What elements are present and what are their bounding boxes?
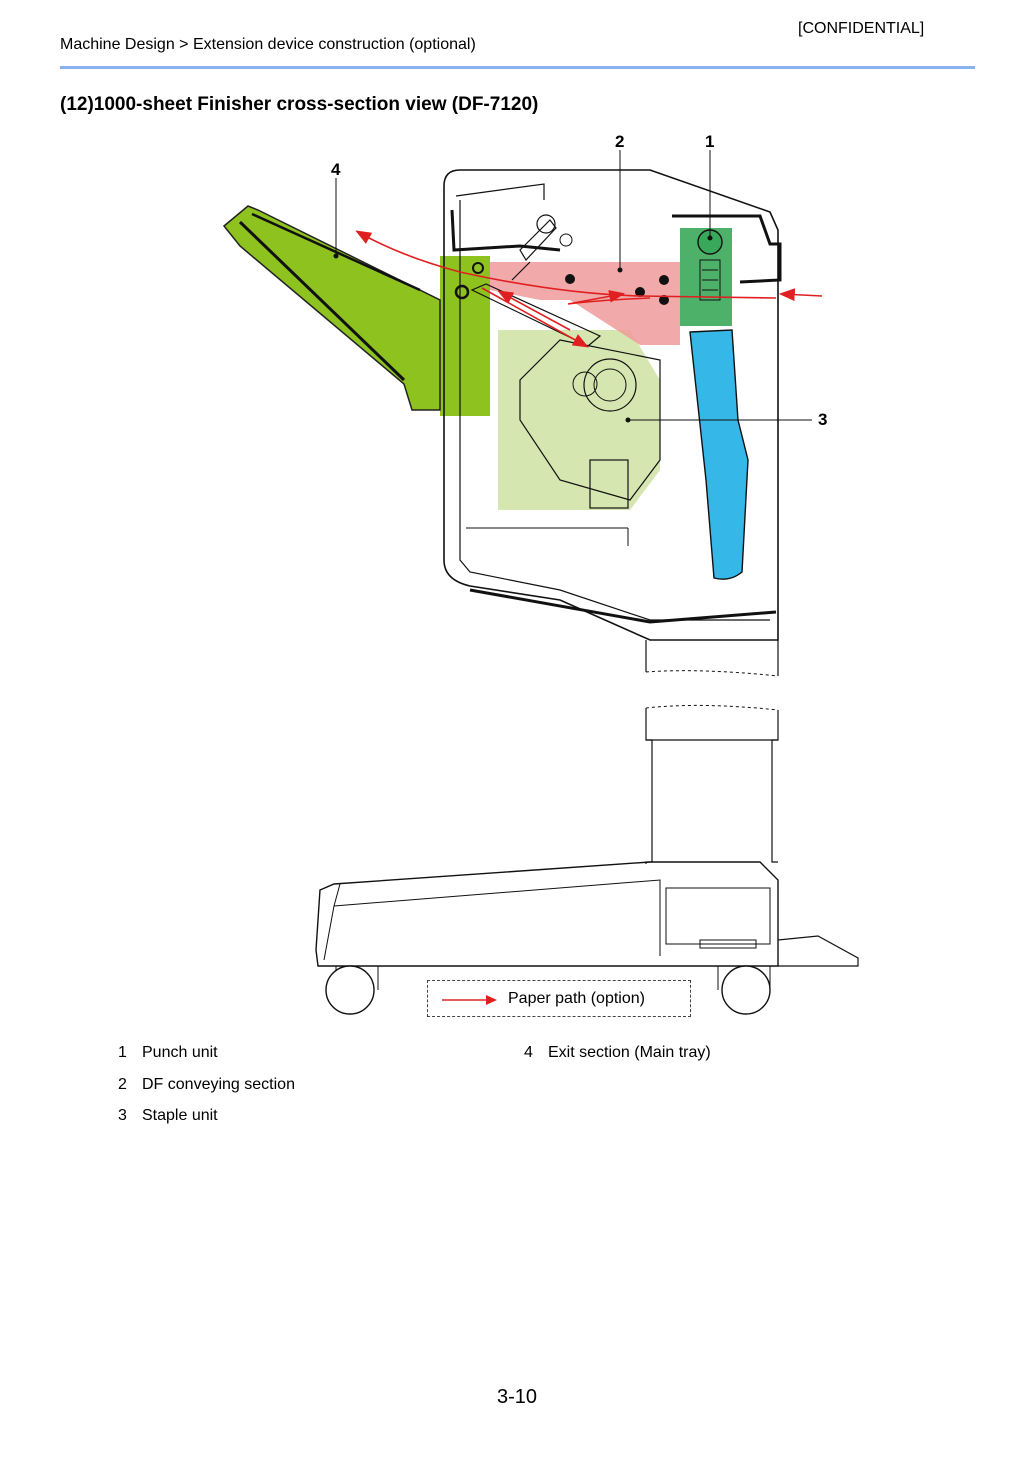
stand-base bbox=[315, 861, 779, 967]
paper-path-exit bbox=[355, 230, 777, 299]
callout-2: 2 bbox=[615, 132, 624, 151]
stand-upper-section bbox=[645, 640, 779, 676]
page-number: 3-10 bbox=[497, 1386, 538, 1408]
conveying-region bbox=[490, 262, 680, 345]
breadcrumb: Machine Design > Extension device constr… bbox=[60, 36, 476, 53]
paper-path-entry bbox=[778, 288, 823, 302]
legend-box: Paper path (option) bbox=[427, 980, 691, 1017]
blue-part bbox=[689, 329, 749, 580]
paper-path-staple bbox=[567, 290, 651, 305]
page-title: (12)1000-sheet Finisher cross-section vi… bbox=[60, 94, 539, 115]
staple-unit-region bbox=[498, 330, 660, 510]
callout-4: 4 bbox=[331, 160, 341, 179]
callout-1: 1 bbox=[705, 132, 714, 151]
paper-path-legend-arrow-icon bbox=[442, 995, 497, 1005]
exit-green-strip bbox=[440, 256, 490, 416]
stand-column bbox=[645, 708, 779, 864]
caster-right bbox=[721, 965, 771, 1015]
caster-left bbox=[325, 965, 375, 1015]
header-rule bbox=[60, 66, 975, 69]
confidential-label: [CONFIDENTIAL] bbox=[798, 20, 925, 37]
legend-label: Paper path (option) bbox=[508, 990, 645, 1007]
callout-3: 3 bbox=[818, 410, 827, 429]
